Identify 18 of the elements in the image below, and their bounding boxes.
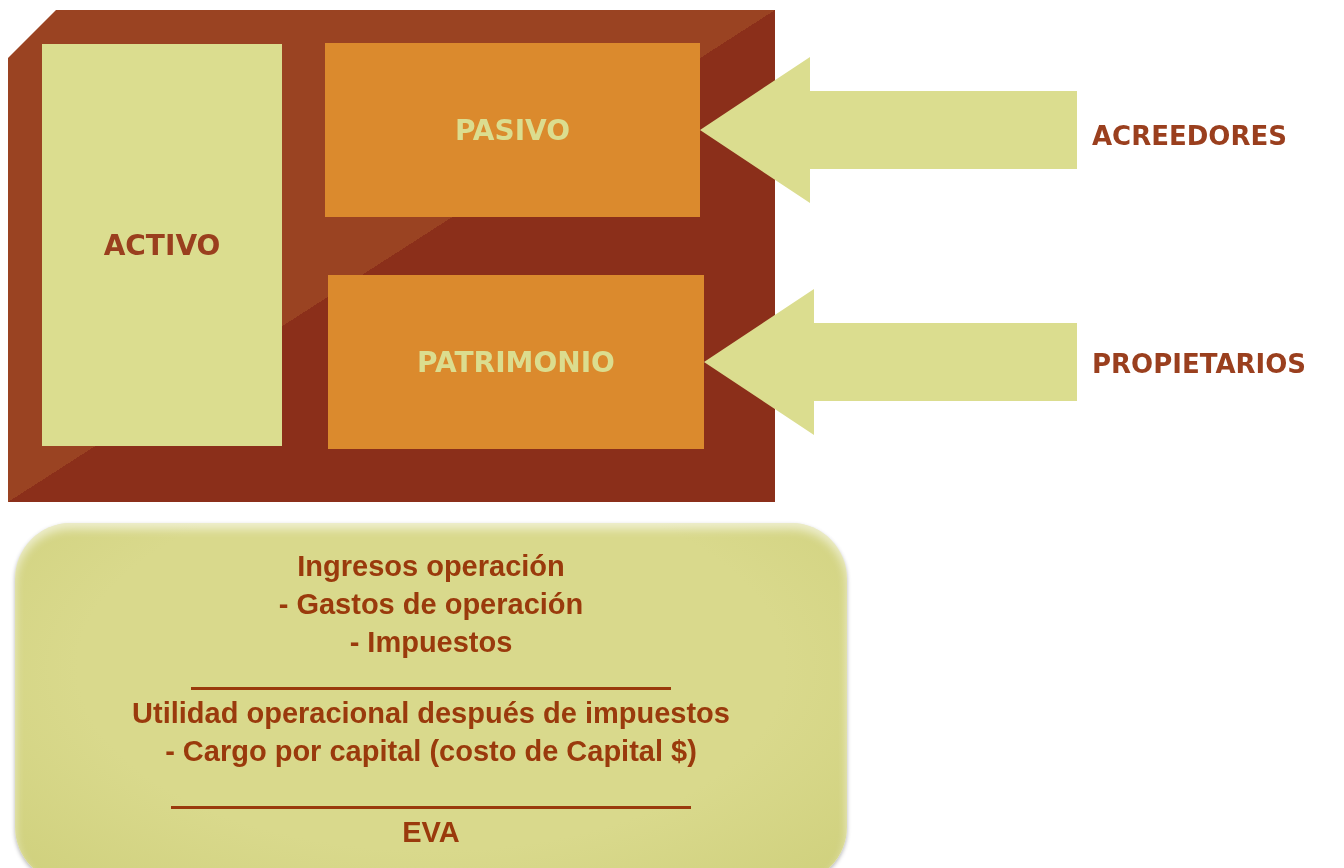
formula-panel [15, 523, 847, 868]
block-arrow [704, 289, 1077, 435]
block-arrow [700, 57, 1077, 203]
liability-box [328, 275, 704, 449]
group-label: ACREEDORES [1092, 112, 1337, 160]
formula-line: - Gastos de operación [278, 587, 584, 622]
asset-box [42, 44, 282, 446]
group-label: PROPIETARIOS [1092, 340, 1337, 388]
formula-line: - Cargo por capital (costo de Capital $) [165, 734, 697, 769]
box-label: PASIVO [454, 113, 571, 147]
formula-line: Ingresos operación [297, 549, 565, 584]
box-label: PATRIMONIO [417, 345, 615, 379]
formula-line: Utilidad operacional después de impuestos [132, 696, 730, 731]
formula-line: - Impuestos [349, 625, 513, 660]
box-label: ACTIVO [103, 228, 221, 262]
frame-box [8, 10, 775, 502]
formula-line: EVA [402, 815, 460, 850]
liability-box [325, 43, 700, 217]
